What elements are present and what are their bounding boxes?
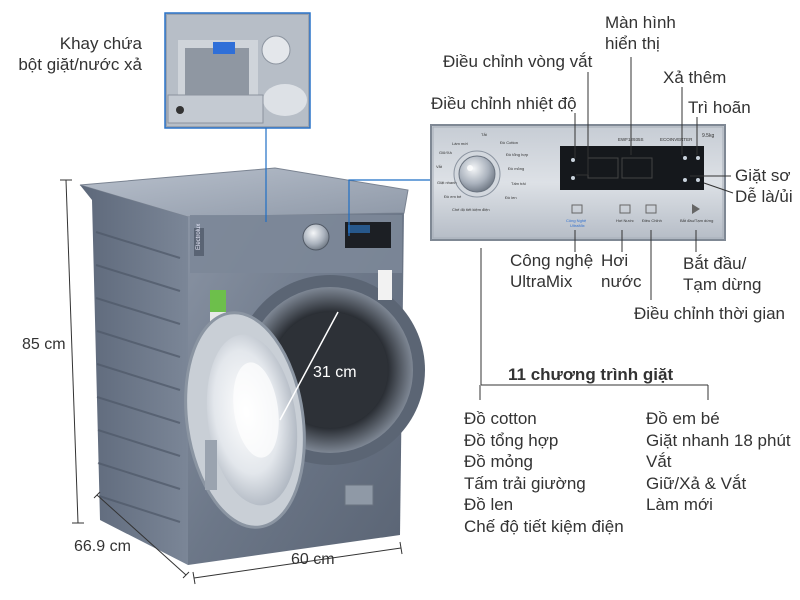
program-item: Làm mới bbox=[646, 495, 713, 515]
svg-text:Giữ/Xả: Giữ/Xả bbox=[439, 150, 452, 155]
dimension-width: 60 cm bbox=[291, 551, 335, 568]
front-brand-text: Electrolux bbox=[196, 224, 202, 250]
svg-text:Đồ Cotton: Đồ Cotton bbox=[500, 140, 518, 145]
svg-text:Bắt đầu/Tạm dừng: Bắt đầu/Tạm dừng bbox=[680, 218, 713, 223]
door-diameter-line bbox=[279, 311, 339, 421]
svg-text:Công Nghệ: Công Nghệ bbox=[566, 218, 587, 223]
callout-lines bbox=[574, 57, 734, 300]
panel-capacity: 9.5kg bbox=[702, 133, 714, 139]
svg-text:Hơi Nước: Hơi Nước bbox=[616, 218, 634, 223]
program-item: Chế độ tiết kiệm điện bbox=[464, 516, 624, 536]
callout-ultramix: Công nghệ UltraMix bbox=[510, 251, 594, 291]
control-panel-closeup: Làm mới Giữ/Xả Vắt Giặt nhanh Đồ em bé T… bbox=[430, 124, 726, 241]
program-item: Giữ/Xả & Vắt bbox=[646, 473, 747, 493]
svg-text:Làm mới: Làm mới bbox=[452, 141, 468, 146]
svg-text:Đồ tổng hợp: Đồ tổng hợp bbox=[506, 152, 529, 157]
svg-text:Tắt: Tắt bbox=[481, 132, 488, 137]
callout-time-control: Điều chỉnh thời gian bbox=[634, 304, 786, 323]
program-bracket bbox=[479, 248, 709, 400]
svg-text:Vắt: Vắt bbox=[436, 164, 443, 169]
callout-steam: Hơi nước bbox=[601, 251, 642, 291]
program-item: Giặt nhanh 18 phút bbox=[646, 430, 791, 450]
svg-text:Đồ len: Đồ len bbox=[505, 195, 517, 200]
panel-inverter: ECOINVERTER bbox=[660, 137, 693, 142]
washing-machine: Electrolux bbox=[79, 167, 425, 565]
dimension-lines bbox=[60, 179, 403, 585]
svg-text:Điều Chỉnh: Điều Chỉnh bbox=[642, 218, 662, 223]
program-item: Đồ tổng hợp bbox=[464, 430, 559, 450]
program-item: Đồ em bé bbox=[646, 409, 720, 428]
svg-text:Giặt nhanh: Giặt nhanh bbox=[437, 180, 457, 185]
svg-text:UltraMix: UltraMix bbox=[570, 223, 585, 228]
callout-spin-control: Điều chỉnh vòng vắt bbox=[443, 52, 593, 71]
callout-detergent-tray: Khay chứa bột giặt/nước xả bbox=[18, 34, 142, 74]
svg-text:Chế độ tiết kiệm điện: Chế độ tiết kiệm điện bbox=[452, 207, 490, 212]
svg-text:Tấm trải: Tấm trải bbox=[511, 181, 526, 186]
dimension-depth: 66.9 cm bbox=[74, 538, 131, 555]
callout-start-pause: Bắt đầu/ Tạm dừng bbox=[683, 254, 762, 294]
detergent-tray-inset bbox=[164, 12, 311, 129]
dimension-height: 85 cm bbox=[22, 336, 66, 353]
callout-quick-wash: Giặt sơ bbox=[735, 166, 791, 185]
programs-title: 11 chương trình giặt bbox=[508, 365, 674, 384]
callout-extra-rinse: Xả thêm bbox=[663, 68, 727, 87]
program-item: Tấm trải giường bbox=[464, 473, 586, 493]
callout-easy-iron: Dễ là/ủi bbox=[735, 187, 793, 206]
program-item: Đồ mỏng bbox=[464, 452, 533, 472]
program-item: Đồ cotton bbox=[464, 409, 537, 428]
dimension-door: 31 cm bbox=[313, 364, 357, 381]
svg-text:Đồ mỏng: Đồ mỏng bbox=[508, 166, 524, 171]
callout-delay: Trì hoãn bbox=[688, 98, 751, 117]
svg-text:Đồ em bé: Đồ em bé bbox=[444, 194, 462, 199]
callout-temp-control: Điều chỉnh nhiệt độ bbox=[431, 94, 577, 113]
program-item: Đồ len bbox=[464, 495, 514, 515]
program-item: Vắt bbox=[646, 452, 672, 472]
callout-display: Màn hình hiển thị bbox=[605, 13, 676, 53]
